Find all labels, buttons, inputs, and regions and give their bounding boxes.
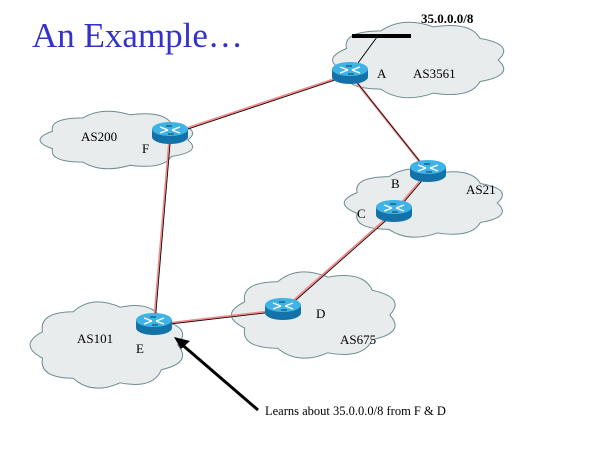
slide-title: An Example… xyxy=(32,16,243,55)
link-f-e xyxy=(152,133,172,326)
link-c-d xyxy=(282,211,396,312)
router-label-c: C xyxy=(357,206,366,221)
cloud-label-as3561: AS3561 xyxy=(413,66,456,81)
router-label-b: B xyxy=(391,176,400,191)
link-a-f xyxy=(169,72,351,136)
network-segment-link xyxy=(357,36,378,64)
router-label-e: E xyxy=(136,341,144,356)
cloud-label-as101: AS101 xyxy=(77,331,113,346)
router-f xyxy=(152,122,188,144)
router-c xyxy=(376,200,412,222)
router-d xyxy=(265,298,301,320)
router-b xyxy=(410,160,446,182)
annotation-text: Learns about 35.0.0.0/8 from F & D xyxy=(265,404,446,418)
link-d-e xyxy=(153,308,284,327)
router-label-f: F xyxy=(142,141,149,156)
cloud-label-as200: AS200 xyxy=(81,129,117,144)
link-a-b xyxy=(349,73,430,174)
cloud-label-as675: AS675 xyxy=(340,332,376,347)
router-e xyxy=(136,313,172,335)
router-label-a: A xyxy=(377,66,387,81)
router-a xyxy=(332,62,368,84)
annotation-arrow xyxy=(174,337,259,412)
cloud-label-as21: AS21 xyxy=(466,182,496,197)
cloud-as3561 xyxy=(332,21,505,99)
router-label-d: D xyxy=(316,306,325,321)
prefix-label: 35.0.0.0/8 xyxy=(421,11,474,26)
